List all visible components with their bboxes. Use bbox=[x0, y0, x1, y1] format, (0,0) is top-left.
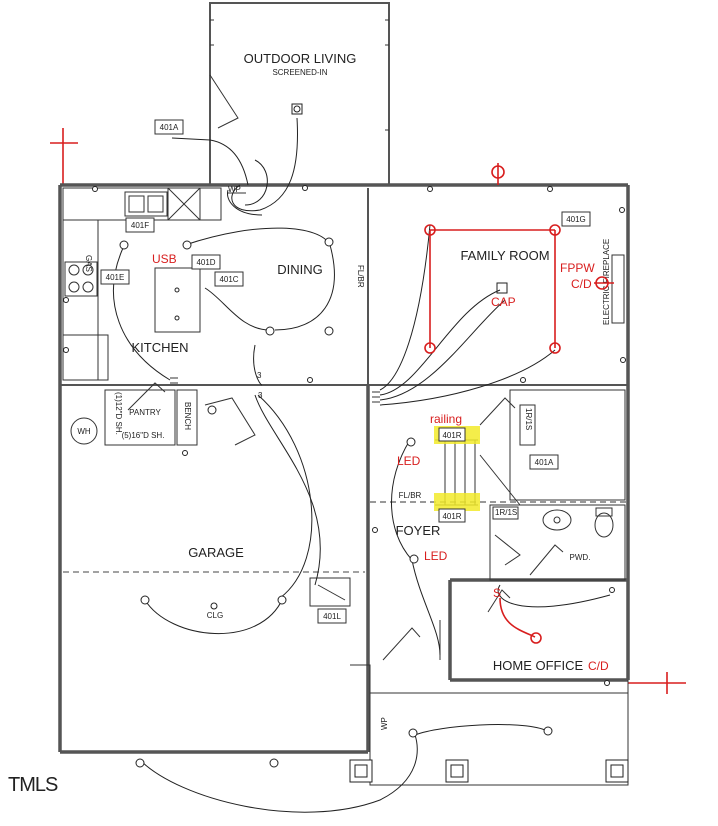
pwd-label: PWD. bbox=[570, 553, 591, 562]
kitchen-area: GAS KITCHEN bbox=[62, 187, 222, 381]
crop-mark-bottom-right bbox=[628, 672, 686, 694]
water-heater bbox=[70, 417, 98, 445]
garage-area: GARAGE CLG bbox=[63, 545, 365, 620]
fppw-annotation: FPPW bbox=[560, 261, 595, 275]
tag-401c: 401C bbox=[214, 271, 244, 287]
tag-401a-top: 401A bbox=[154, 119, 184, 135]
red-exterior-light bbox=[491, 163, 505, 185]
red-office-light bbox=[499, 597, 542, 644]
tag-401g: 401G bbox=[561, 211, 591, 227]
svg-text:401G: 401G bbox=[566, 215, 586, 224]
refrigerator bbox=[62, 334, 109, 381]
garage-opener bbox=[309, 577, 351, 607]
usb-annotation: USB bbox=[152, 252, 177, 266]
stairs: 1R/1S FL/BR bbox=[370, 389, 628, 506]
pantry-area: PANTRY (5)16"D SH. (1)12"D SH. BENCH WH bbox=[70, 382, 256, 446]
dishwasher bbox=[167, 187, 201, 221]
1r-1s-label-vertical: 1R/1S bbox=[524, 408, 533, 430]
outdoor-living-area: OUTDOOR LIVING SCREENED-IN bbox=[209, 2, 390, 185]
railing-annotation: railing bbox=[430, 412, 462, 426]
led-top-annotation: LED bbox=[397, 454, 421, 468]
led-bottom-annotation: LED bbox=[424, 549, 448, 563]
svg-text:401R: 401R bbox=[442, 431, 461, 440]
range bbox=[64, 261, 98, 297]
fl-br-label-horizontal: FL/BR bbox=[399, 491, 422, 500]
tag-401r-top: 401R bbox=[434, 426, 480, 444]
wiring bbox=[113, 117, 611, 813]
svg-text:401F: 401F bbox=[131, 221, 149, 230]
wp-label-front: WP bbox=[380, 717, 389, 730]
pantry-label: PANTRY bbox=[129, 408, 161, 417]
red-fireplace-mark bbox=[594, 276, 614, 290]
garage-label: GARAGE bbox=[188, 545, 244, 560]
1r-1s-label-horizontal: 1R/1S bbox=[495, 508, 517, 517]
foyer-label: FOYER bbox=[396, 523, 441, 538]
front-porch: WP bbox=[349, 664, 629, 786]
s-switch-label: S bbox=[493, 586, 501, 600]
svg-text:401C: 401C bbox=[219, 275, 238, 284]
toilet bbox=[594, 512, 614, 538]
fireplace-label: ELECTRIC FIREPLACE bbox=[602, 239, 611, 325]
screened-in-label: SCREENED-IN bbox=[272, 68, 327, 77]
front-door-swing bbox=[382, 627, 421, 661]
clg-label: CLG bbox=[207, 611, 223, 620]
svg-text:401E: 401E bbox=[106, 273, 125, 282]
tmls-logo: TMLS bbox=[8, 774, 58, 796]
kitchen-label: KITCHEN bbox=[131, 340, 188, 355]
shelf-16-label: (5)16"D SH. bbox=[122, 431, 165, 440]
wh-label: WH bbox=[77, 427, 91, 436]
pwd-sink bbox=[542, 509, 572, 531]
svg-text:401R: 401R bbox=[442, 512, 461, 521]
family-room-area: FAMILY ROOM ELECTRIC FIREPLACE bbox=[460, 239, 625, 325]
kitchen-sink bbox=[124, 191, 168, 217]
cap-box bbox=[496, 282, 508, 294]
kitchen-island bbox=[154, 267, 201, 333]
svg-text:401A: 401A bbox=[535, 458, 554, 467]
dining-label: DINING bbox=[277, 262, 323, 277]
family-room-label: FAMILY ROOM bbox=[460, 248, 549, 263]
outdoor-living-label: OUTDOOR LIVING bbox=[244, 51, 357, 66]
tag-401a-mid: 401A bbox=[529, 454, 559, 470]
svg-text:401D: 401D bbox=[196, 258, 215, 267]
switch-gangs: WP 3 3 bbox=[170, 185, 380, 403]
gas-label: GAS bbox=[84, 255, 93, 272]
wp-label-rear: WP bbox=[228, 185, 241, 194]
fl-br-label-vertical: FL/BR bbox=[356, 265, 365, 288]
cap-annotation: CAP bbox=[491, 295, 516, 309]
light-fixtures bbox=[63, 185, 626, 768]
shelf-12-label: (1)12"D SH. bbox=[114, 392, 123, 435]
bench-label: BENCH bbox=[183, 402, 192, 430]
red-family-room-lights bbox=[424, 224, 561, 354]
fireplace bbox=[611, 254, 625, 324]
crop-mark-top-left bbox=[50, 128, 78, 185]
tag-401r-bottom: 401R bbox=[434, 493, 480, 523]
svg-text:401L: 401L bbox=[323, 612, 341, 621]
powder-room: PWD. 1R/1S bbox=[489, 504, 626, 581]
three-way-a: 3 bbox=[257, 371, 262, 380]
svg-text:401A: 401A bbox=[160, 123, 179, 132]
tag-401e: 401E bbox=[100, 269, 130, 285]
tag-401l: 401L bbox=[317, 608, 347, 624]
tag-401d: 401D bbox=[191, 254, 221, 270]
tag-401f: 401F bbox=[125, 217, 155, 233]
three-way-b: 3 bbox=[258, 391, 263, 400]
cd-family-annotation: C/D bbox=[571, 277, 592, 291]
cd-office-annotation: C/D bbox=[588, 659, 609, 673]
home-office-label: HOME OFFICE bbox=[493, 658, 584, 673]
